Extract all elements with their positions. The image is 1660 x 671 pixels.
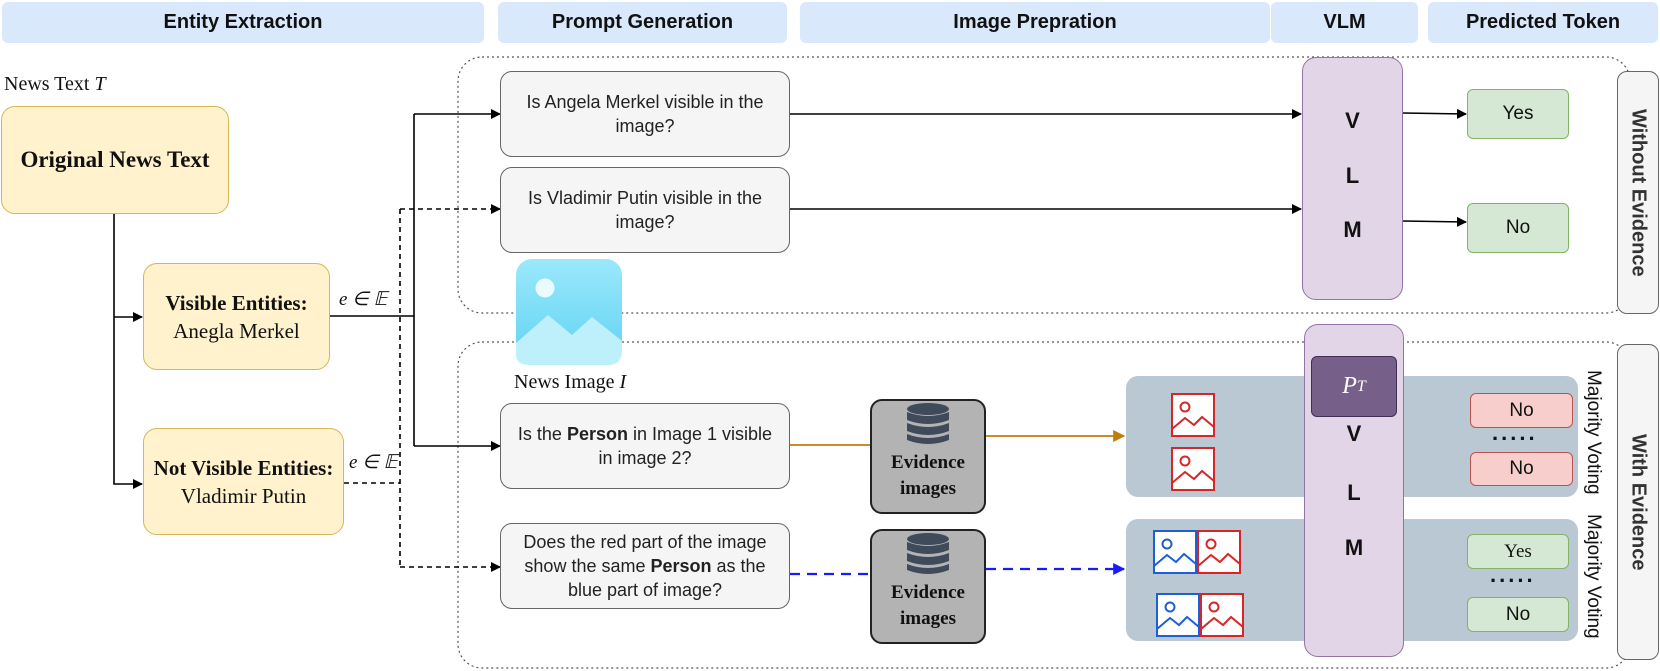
prompt-box-putin: Is Vladimir Putin visible in the image? bbox=[500, 167, 790, 253]
database-icon bbox=[907, 533, 949, 574]
token-ellipsis-2: ..... bbox=[1490, 562, 1536, 587]
vlm-letter-m: M bbox=[1343, 217, 1362, 242]
image-icon-red bbox=[1200, 593, 1244, 637]
with-evidence-text: With Evidence bbox=[1627, 433, 1650, 571]
prompt-4-after: as the blue part of image? bbox=[567, 556, 766, 600]
prompt-3-after: in Image 1 visible in image 2? bbox=[598, 424, 773, 468]
not-visible-entities-title: Not Visible Entities: bbox=[153, 455, 334, 480]
news-image-label-text: News Image bbox=[514, 371, 620, 393]
side-label-without-evidence: Without Evidence bbox=[1617, 71, 1659, 314]
image-icon-red bbox=[1171, 447, 1215, 491]
token-no-putin: No bbox=[1467, 203, 1569, 253]
token-ellipsis-1: ..... bbox=[1492, 420, 1538, 445]
image-icon-blue bbox=[1153, 530, 1197, 574]
header-vlm: VLM bbox=[1271, 2, 1418, 43]
evidence-images-label-2: Evidence images bbox=[891, 582, 965, 629]
image-icon-red bbox=[1197, 530, 1241, 574]
news-text-label-text: News Text bbox=[4, 73, 95, 95]
vlm-letter-l: L bbox=[1347, 480, 1361, 505]
visible-entities-value: Anegla Merkel bbox=[173, 318, 300, 343]
pt-sub: T bbox=[1356, 377, 1366, 395]
majority-voting-label-2: Majority Voting bbox=[1583, 514, 1604, 639]
vlm-letter-m: M bbox=[1344, 535, 1364, 560]
prompt-text-putin: Is Vladimir Putin visible in the image? bbox=[527, 188, 763, 232]
prompt-3-bold: Person bbox=[566, 424, 628, 444]
token-no-green: No bbox=[1467, 597, 1569, 632]
not-visible-entities-box: Not Visible Entities: Vladimir Putin bbox=[143, 428, 344, 535]
token-no-red-1: No bbox=[1470, 393, 1573, 428]
vlm-letter-v: V bbox=[1346, 421, 1362, 446]
news-image-label: News Image I bbox=[514, 371, 626, 394]
vlm-letter-v: V bbox=[1345, 108, 1360, 133]
evidence-images-db-2: Evidence images bbox=[870, 529, 986, 644]
entity-set-label-1: e ∈ 𝔼 bbox=[339, 289, 388, 310]
database-icon bbox=[907, 403, 949, 444]
evidence-images-db-1: Evidence images bbox=[870, 399, 986, 514]
visible-entities-box: Visible Entities: Anegla Merkel bbox=[143, 263, 330, 370]
prompt-text-angela: Is Angela Merkel visible in the image? bbox=[526, 92, 764, 136]
prompt-box-red-blue: Does the red part of the image show the … bbox=[500, 523, 790, 609]
prompt-4-before: Does the red part of the image show the … bbox=[523, 532, 767, 576]
side-label-with-evidence: With Evidence bbox=[1617, 344, 1659, 660]
entity-set-label-2: e ∈ 𝔼 bbox=[349, 452, 398, 473]
majority-voting-label-1: Majority Voting bbox=[1583, 370, 1604, 495]
header-entity-extraction: Entity Extraction bbox=[2, 2, 484, 43]
news-text-symbol: T bbox=[94, 73, 106, 95]
news-image-symbol: I bbox=[619, 371, 627, 393]
prompt-box-person-visible: Is the Person in Image 1 visible in imag… bbox=[500, 403, 790, 489]
vlm-letter-l: L bbox=[1345, 163, 1360, 188]
original-news-text: Original News Text bbox=[20, 147, 210, 172]
pt-base: P bbox=[1342, 373, 1357, 399]
without-evidence-text: Without Evidence bbox=[1627, 108, 1650, 277]
news-image-icon bbox=[516, 259, 622, 365]
image-icon-blue bbox=[1156, 593, 1200, 637]
token-yes-angela: Yes bbox=[1467, 89, 1569, 139]
visible-entities-title: Visible Entities: bbox=[165, 290, 308, 315]
original-news-text-box: Original News Text bbox=[1, 106, 229, 214]
not-visible-entities-value: Vladimir Putin bbox=[180, 483, 307, 508]
header-prompt-generation: Prompt Generation bbox=[498, 2, 787, 43]
prompt-text-red-blue: Does the red part of the image show the … bbox=[509, 530, 781, 602]
prompt-text-person-visible: Is the Person in Image 1 visible in imag… bbox=[509, 422, 781, 470]
news-text-label: News Text T bbox=[4, 73, 106, 96]
token-yes-green: Yes bbox=[1467, 534, 1569, 569]
image-icon-red bbox=[1171, 393, 1215, 437]
prompt-3-before: Is the bbox=[517, 424, 567, 444]
token-no-red-2: No bbox=[1470, 452, 1573, 486]
vlm-block-without-evidence: V L M bbox=[1302, 57, 1403, 300]
header-image-preparation: Image Prepration bbox=[800, 2, 1270, 43]
prompt-4-bold: Person bbox=[650, 556, 712, 576]
evidence-images-label-1: Evidence images bbox=[891, 452, 965, 499]
header-predicted-token: Predicted Token bbox=[1428, 2, 1658, 43]
prompt-box-angela: Is Angela Merkel visible in the image? bbox=[500, 71, 790, 157]
